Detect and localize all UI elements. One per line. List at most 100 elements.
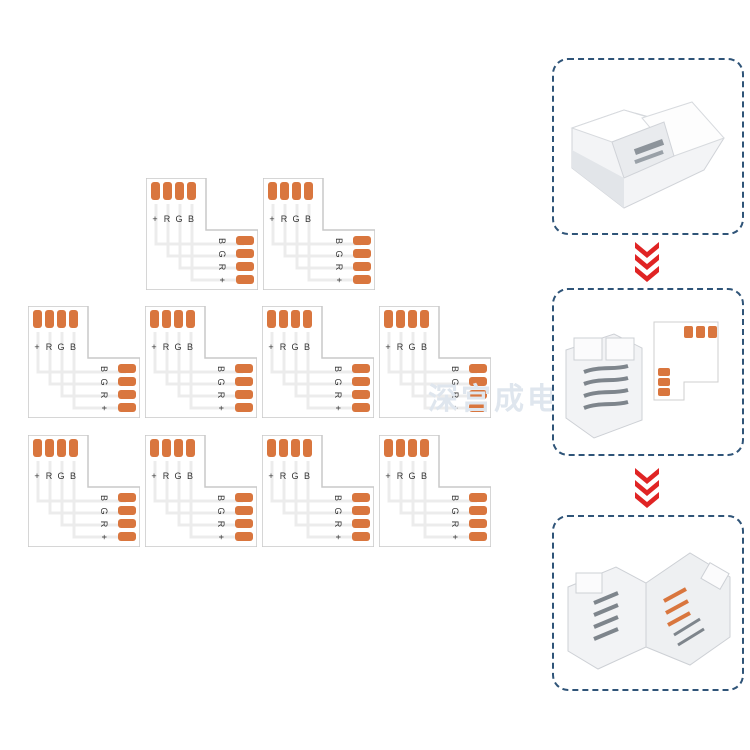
pcb-trace <box>423 332 477 410</box>
pcb-label-side: R <box>334 264 344 271</box>
pcb-trace <box>166 204 244 258</box>
pcb-trace <box>270 461 360 503</box>
copper-pad-top <box>186 439 195 457</box>
pcb-label-side: R <box>216 521 226 528</box>
copper-pad-side <box>235 532 253 541</box>
pcb-label-side: G <box>450 507 460 514</box>
pcb-label-side: G <box>216 378 226 385</box>
copper-pad-top <box>186 310 195 328</box>
copper-pad-side <box>235 403 253 412</box>
pcb-label-side: B <box>450 366 460 372</box>
pcb-label-side: B <box>99 366 109 372</box>
pcb-label-top: G <box>408 342 415 352</box>
pcb-label-side: G <box>99 507 109 514</box>
pcb-label-top: R <box>280 342 287 352</box>
pcb-label-top: + <box>34 471 39 481</box>
pcb-trace <box>36 461 126 503</box>
pcb-label-side: G <box>216 507 226 514</box>
pcb-board <box>145 435 257 547</box>
copper-pad-side <box>236 262 254 271</box>
pcb-label-top: G <box>292 214 299 224</box>
copper-pad-side <box>469 532 487 541</box>
pcb-label-top: R <box>46 471 53 481</box>
watermark: 深宫成电 <box>428 382 560 417</box>
pcb-label-side: B <box>217 238 227 244</box>
pcb-trace <box>387 461 477 503</box>
pcb-label-top: + <box>151 342 156 352</box>
copper-pad-top <box>187 182 196 200</box>
pcb-label-top: G <box>174 471 181 481</box>
pcb-label-side: B <box>216 366 226 372</box>
assembled-connector-illustration <box>567 552 731 670</box>
copper-pad-top <box>291 310 300 328</box>
copper-pad-side <box>352 403 370 412</box>
copper-pad-side <box>118 519 136 528</box>
copper-pad-top <box>303 310 312 328</box>
pcb-label-top: B <box>305 214 311 224</box>
pcb-label-side: + <box>334 277 344 282</box>
step-panel-connector-open-with-pcb <box>552 288 744 456</box>
pcb-trace <box>306 461 360 539</box>
pcb-trace <box>72 461 126 539</box>
copper-pad-side <box>235 519 253 528</box>
copper-pad-side <box>118 493 136 502</box>
pcb-label-side: B <box>99 495 109 501</box>
pcb-trace <box>282 332 360 386</box>
pcb-label-side: R <box>216 392 226 399</box>
pcb-label-top: G <box>291 342 298 352</box>
pcb-trace <box>411 461 477 527</box>
copper-pad-side <box>352 506 370 515</box>
pcb-label-top: R <box>163 471 170 481</box>
copper-pad-top <box>268 182 277 200</box>
pcb-trace <box>60 461 126 527</box>
copper-pad-top <box>175 182 184 200</box>
pcb-label-top: R <box>46 342 53 352</box>
pcb-label-side: G <box>333 378 343 385</box>
pcb-trace <box>306 332 360 410</box>
pcb-label-top: B <box>188 214 194 224</box>
copper-pad-top <box>33 310 42 328</box>
pcb-trace <box>153 461 243 503</box>
copper-pad-side <box>469 403 487 412</box>
copper-pad-side <box>353 249 371 258</box>
pcb-label-side: B <box>333 495 343 501</box>
pcb-trace <box>423 461 477 539</box>
step-panel-connector-assembled <box>552 515 744 691</box>
pcb-label-side: R <box>333 392 343 399</box>
pcb-label-side: + <box>333 405 343 410</box>
pcb-board <box>263 178 375 290</box>
pcb-trace <box>178 204 244 270</box>
pcb-label-side: R <box>99 521 109 528</box>
pcb-label-top: R <box>163 342 170 352</box>
pcb-board <box>146 178 258 290</box>
copper-pad-top <box>292 182 301 200</box>
copper-pad-top <box>304 182 313 200</box>
pcb-trace <box>189 461 243 539</box>
open-connector-illustration <box>565 321 719 439</box>
step-arrow-1 <box>632 240 662 287</box>
pcb-label-top: B <box>304 342 310 352</box>
pcb-label-top: B <box>70 471 76 481</box>
pcb-trace <box>60 332 126 398</box>
copper-pad-top <box>45 310 54 328</box>
pcb-label-top: + <box>269 214 274 224</box>
pcb-label-top: B <box>421 471 427 481</box>
copper-pad-top <box>280 182 289 200</box>
pcb-trace <box>294 461 360 527</box>
pcb-trace <box>271 204 361 246</box>
copper-pad-side <box>118 390 136 399</box>
pcb-board <box>262 306 374 418</box>
pcb-trace <box>282 461 360 515</box>
pcb-label-side: G <box>450 378 460 385</box>
pcb-label-top: G <box>57 342 64 352</box>
pcb-trace <box>177 461 243 527</box>
pcb-trace <box>153 332 243 374</box>
pcb-trace <box>48 461 126 515</box>
copper-pad-side <box>469 364 487 373</box>
copper-pad-top <box>396 439 405 457</box>
